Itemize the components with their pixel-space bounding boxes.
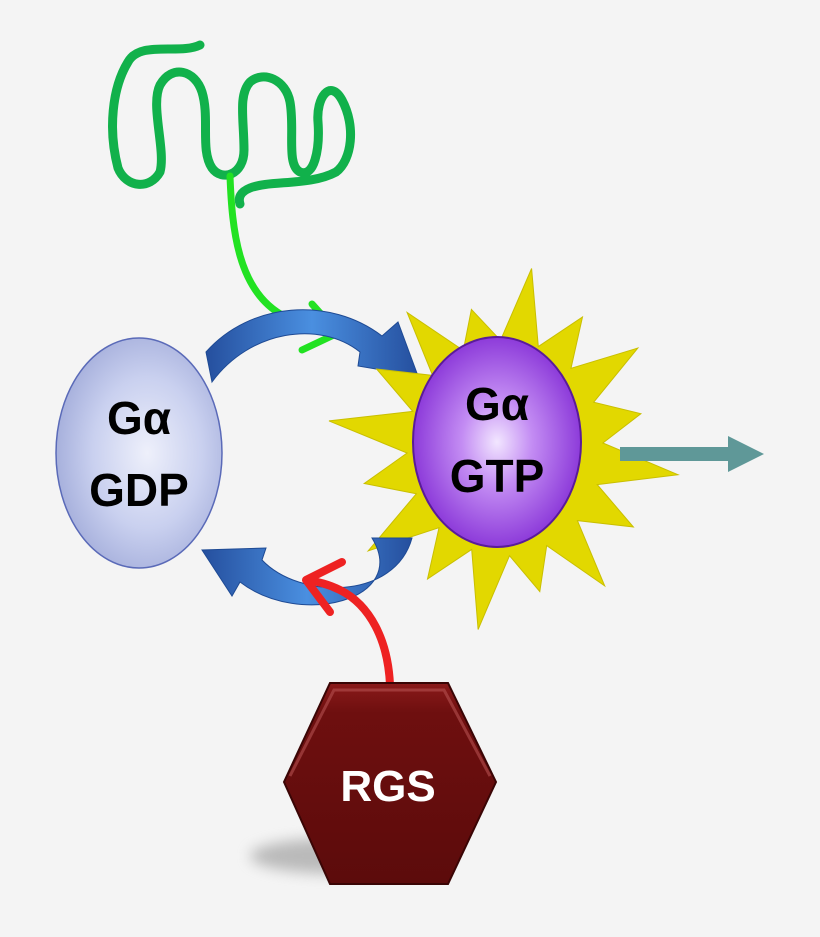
ga-gdp-node bbox=[55, 337, 223, 569]
lower-cycle-arrow bbox=[201, 537, 413, 606]
ga-gtp-node bbox=[412, 336, 582, 548]
gtp-label-line2: GTP bbox=[450, 450, 545, 502]
output-arrow bbox=[620, 436, 764, 472]
rgs-arrow bbox=[304, 576, 394, 689]
gtp-label-line1: Gα bbox=[465, 378, 529, 430]
receptor-squiggle bbox=[108, 40, 356, 209]
gdp-label-line1: Gα bbox=[107, 392, 171, 444]
rgs-label: RGS bbox=[340, 762, 435, 811]
upper-cycle-arrow bbox=[205, 309, 419, 384]
rgs-hexagon bbox=[282, 682, 498, 885]
rgs-hexagon-highlight bbox=[288, 688, 492, 777]
rgs-arrowhead bbox=[302, 558, 346, 616]
gdp-label-line2: GDP bbox=[89, 464, 189, 516]
